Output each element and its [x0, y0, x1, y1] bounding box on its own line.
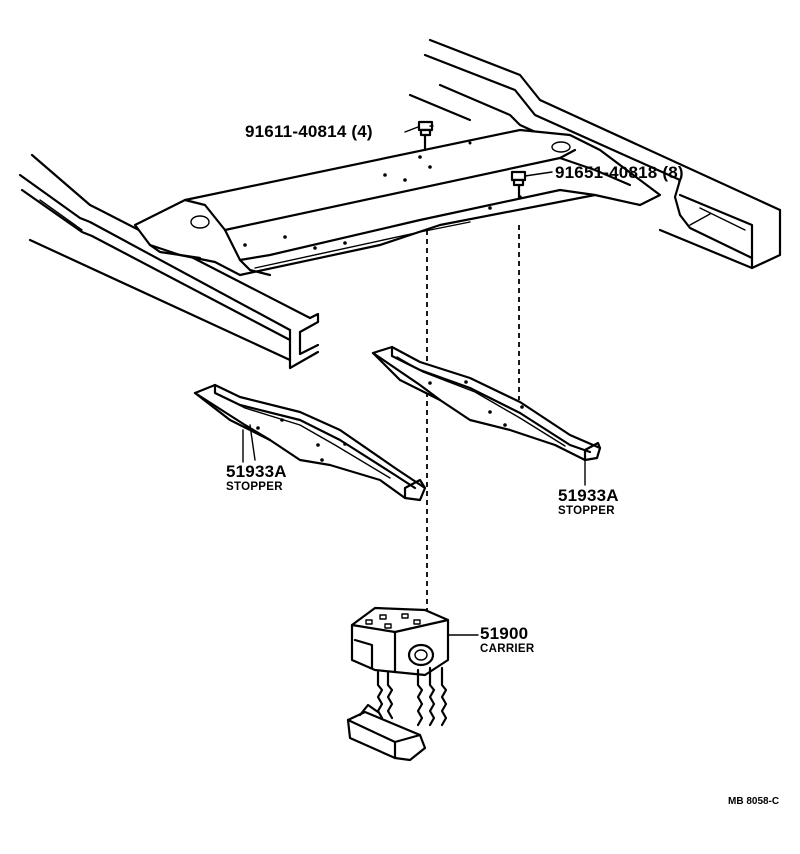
- stopper-right-name: STOPPER: [558, 505, 615, 517]
- frame-rail-left: [18, 153, 320, 370]
- diagram-code: MB 8058-C: [728, 796, 780, 807]
- stopper-left-part-number: 51933A: [226, 462, 287, 481]
- bolt-top-icon: [417, 120, 434, 152]
- bolt-right-icon: [510, 170, 553, 200]
- carrier-name: CARRIER: [480, 643, 535, 655]
- carrier: [346, 606, 450, 762]
- stopper-left-name: STOPPER: [226, 481, 283, 493]
- carrier-part-number: 51900: [480, 624, 529, 643]
- leader-lines: [242, 126, 479, 636]
- stopper-right-part-number: 51933A: [558, 486, 619, 505]
- stopper-right: [371, 345, 602, 486]
- bolt-right-label: 91651-40818 (8): [555, 163, 684, 182]
- crossmember: [133, 128, 662, 277]
- stopper-left: [193, 383, 427, 502]
- frame-rail-right: [408, 38, 782, 270]
- bolt-top-label: 91611-40814 (4): [245, 122, 373, 141]
